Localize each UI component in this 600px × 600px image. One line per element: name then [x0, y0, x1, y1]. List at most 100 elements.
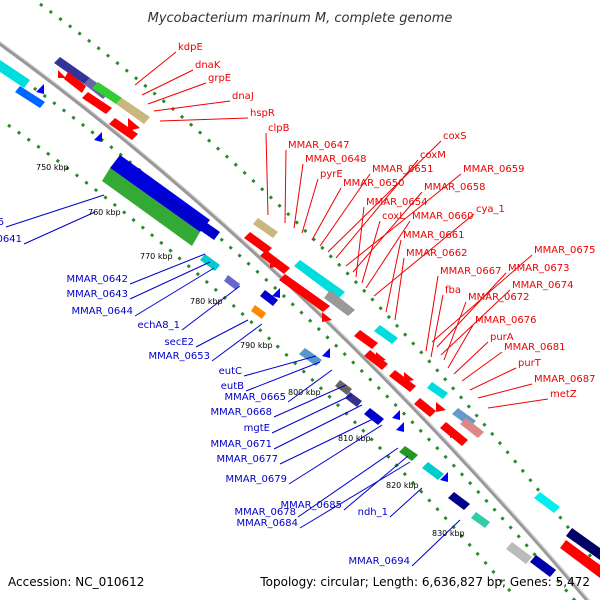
forward-gene-label[interactable]: grpE	[208, 73, 231, 84]
map-title: Mycobacterium marinum M, complete genome	[148, 11, 453, 26]
leader-line	[284, 149, 287, 224]
reverse-gene-label[interactable]: MMAR_0694	[349, 556, 411, 567]
forward-gene-label[interactable]: MMAR_0672	[468, 292, 530, 303]
reverse-arrow	[272, 288, 280, 298]
reverse-gene-label[interactable]: ndh_1	[358, 507, 388, 518]
kbp-tick-label: 750 kbp	[36, 163, 69, 172]
forward-gene-label[interactable]: MMAR_0675	[534, 245, 596, 256]
forward-gene-label[interactable]: dnaK	[195, 60, 221, 71]
gene-block	[471, 512, 490, 528]
reverse-gene-label[interactable]: eutB	[221, 381, 244, 392]
gene-block	[324, 290, 355, 316]
reverse-gene-label[interactable]: MMAR_0644	[72, 306, 134, 317]
leader-line	[461, 351, 503, 382]
reverse-gene-label[interactable]: MMAR_0636	[0, 217, 4, 228]
gene-block	[0, 60, 30, 88]
leader-line	[487, 398, 549, 409]
reverse-gene-label[interactable]: MMAR_0643	[67, 289, 129, 300]
forward-gene-blocks	[54, 57, 600, 578]
gene-block	[244, 232, 272, 254]
reverse-gene-label[interactable]: MMAR_0641	[0, 234, 22, 245]
forward-gene-label[interactable]: MMAR_0673	[508, 263, 570, 274]
forward-gene-label[interactable]: MMAR_0659	[463, 164, 525, 175]
forward-gene-label[interactable]: cya_1	[476, 204, 505, 215]
forward-gene-label[interactable]: MMAR_0654	[366, 197, 428, 208]
gene-block	[251, 305, 266, 319]
forward-gene-label[interactable]: coxM	[420, 150, 446, 161]
reverse-gene-label[interactable]: echA8_1	[137, 320, 180, 331]
forward-gene-label[interactable]: MMAR_0676	[475, 315, 537, 326]
gene-block	[374, 325, 398, 344]
leader-line	[301, 178, 319, 234]
forward-gene-label[interactable]: pyrE	[320, 169, 343, 180]
forward-gene-label[interactable]: coxL	[382, 211, 405, 222]
forward-gene-label[interactable]: MMAR_0662	[406, 248, 468, 259]
reverse-gene-label[interactable]: MMAR_0678	[235, 507, 297, 518]
forward-gene-label[interactable]: purT	[518, 358, 542, 369]
reverse-gene-label[interactable]: eutC	[219, 366, 242, 377]
leader-line	[436, 272, 507, 348]
forward-arrow	[436, 402, 446, 412]
leader-line	[279, 417, 376, 465]
leader-line	[159, 117, 249, 122]
reverse-arrow	[396, 422, 404, 432]
forward-arrow	[404, 372, 414, 382]
forward-gene-label[interactable]: MMAR_0687	[534, 374, 596, 385]
gene-block	[422, 462, 444, 480]
reverse-arrow	[94, 132, 102, 142]
leader-line	[273, 384, 347, 418]
forward-gene-label[interactable]: MMAR_0658	[424, 182, 486, 193]
gene-block	[427, 382, 448, 399]
forward-gene-label[interactable]: fba	[445, 285, 461, 296]
gene-block	[92, 82, 122, 104]
forward-gene-label[interactable]: MMAR_0651	[372, 164, 434, 175]
forward-gene-label[interactable]: coxS	[443, 131, 467, 142]
reverse-gene-label[interactable]: MMAR_0685	[281, 500, 343, 511]
forward-gene-label[interactable]: MMAR_0681	[504, 342, 566, 353]
gene-block	[560, 540, 600, 578]
forward-gene-label[interactable]: metZ	[550, 389, 577, 400]
forward-gene-label[interactable]: dnaJ	[232, 91, 254, 102]
reverse-gene-label[interactable]: MMAR_0665	[225, 392, 287, 403]
reverse-gene-label[interactable]: MMAR_0679	[226, 474, 288, 485]
leader-line	[297, 447, 399, 518]
forward-gene-label[interactable]: MMAR_0660	[412, 211, 474, 222]
forward-gene-label[interactable]: hspR	[250, 108, 275, 119]
forward-gene-label[interactable]: MMAR_0667	[440, 266, 502, 277]
reverse-gene-label[interactable]: MMAR_0684	[237, 518, 299, 529]
leader-line	[265, 132, 269, 216]
leader-line	[443, 301, 467, 361]
reverse-gene-label[interactable]: MMAR_0677	[217, 454, 279, 465]
forward-gene-label[interactable]: MMAR_0674	[512, 280, 574, 291]
reverse-gene-label[interactable]: MMAR_0671	[211, 439, 273, 450]
forward-gene-label[interactable]: clpB	[268, 123, 290, 134]
forward-gene-label[interactable]: MMAR_0647	[288, 140, 350, 151]
gene-block	[534, 492, 560, 513]
gene-block	[253, 218, 278, 238]
forward-arrow	[128, 118, 140, 131]
leader-line	[147, 82, 207, 105]
forward-gene-label[interactable]: kdpE	[178, 42, 203, 53]
reverse-gene-label[interactable]: MMAR_0642	[67, 274, 129, 285]
forward-gene-label[interactable]: MMAR_0661	[403, 230, 465, 241]
leader-line	[389, 487, 423, 518]
kbp-tick-label: 830 kbp	[432, 529, 465, 538]
reverse-gene-label[interactable]: MMAR_0653	[149, 351, 211, 362]
reverse-gene-label[interactable]: secE2	[164, 337, 194, 348]
leader-line	[343, 455, 409, 511]
forward-gene-label[interactable]: MMAR_0648	[305, 154, 367, 165]
forward-gene-label[interactable]: purA	[490, 332, 514, 343]
kbp-tick-label: 810 kbp	[338, 434, 371, 443]
leader-line	[134, 51, 177, 86]
reverse-gene-label[interactable]: mgtE	[244, 423, 270, 434]
reverse-gene-label[interactable]: MMAR_0668	[211, 407, 273, 418]
forward-gene-label[interactable]: MMAR_0650	[343, 178, 405, 189]
leader-line	[425, 275, 439, 352]
forward-arrow	[58, 70, 66, 78]
leader-line	[385, 239, 402, 313]
leader-lines	[5, 51, 549, 567]
gene-block	[154, 190, 220, 240]
reverse-arrow	[440, 472, 448, 482]
gene-block	[389, 370, 416, 392]
